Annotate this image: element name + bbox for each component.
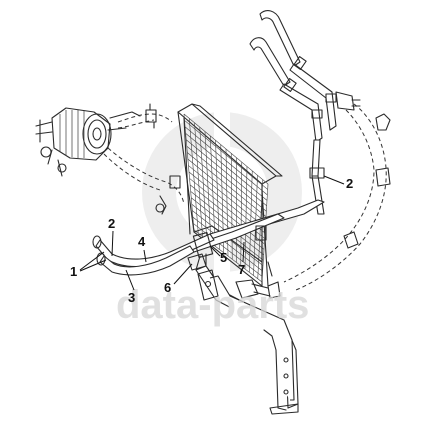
svg-text:5: 5: [220, 250, 227, 265]
condenser-fin: [191, 197, 264, 256]
callout-2-right: 2: [323, 175, 353, 191]
right-hose-outer: [295, 103, 387, 291]
compressor-hose-upper: [117, 113, 173, 123]
right-hose-fitting: [343, 167, 391, 249]
condenser-fin: [186, 145, 267, 212]
condenser-fin: [184, 126, 268, 196]
condenser-fin: [187, 152, 267, 217]
condenser-fin: [186, 139, 267, 207]
right-hose-inner: [283, 109, 375, 283]
compressor: [35, 107, 141, 177]
condenser-fin: [189, 184, 265, 245]
svg-text:3: 3: [128, 290, 135, 305]
callout-5: 5: [209, 245, 227, 265]
svg-text:7: 7: [238, 262, 245, 277]
callout-6: 6: [164, 263, 193, 295]
callout-1: 1: [70, 251, 107, 279]
condenser-fin: [190, 191, 265, 250]
svg-text:1: 1: [70, 264, 77, 279]
lower-line-assembly: [195, 265, 299, 415]
callout-7: 7: [238, 241, 245, 277]
svg-text:4: 4: [138, 234, 146, 249]
callout-3: 3: [125, 269, 135, 305]
condenser-fin: [193, 223, 263, 277]
hose-fitting-upper: [145, 103, 157, 129]
condenser-fin: [192, 216, 263, 272]
svg-text:2: 2: [346, 176, 353, 191]
svg-text:6: 6: [164, 280, 171, 295]
condenser-fin: [188, 165, 266, 228]
compressor-hose-upper-2: [117, 119, 155, 129]
front-hard-lines: [92, 199, 325, 277]
condenser-fin: [185, 133, 268, 201]
hose-fitting-lower: [155, 175, 181, 215]
condenser-fin: [184, 120, 268, 190]
condenser-fin: [183, 113, 269, 185]
watermark-text: data-parts: [116, 283, 309, 327]
callout-4: 4: [138, 234, 147, 263]
condenser-fin: [187, 158, 266, 223]
callout-2-left: 2: [108, 216, 115, 257]
svg-text:2: 2: [108, 216, 115, 231]
